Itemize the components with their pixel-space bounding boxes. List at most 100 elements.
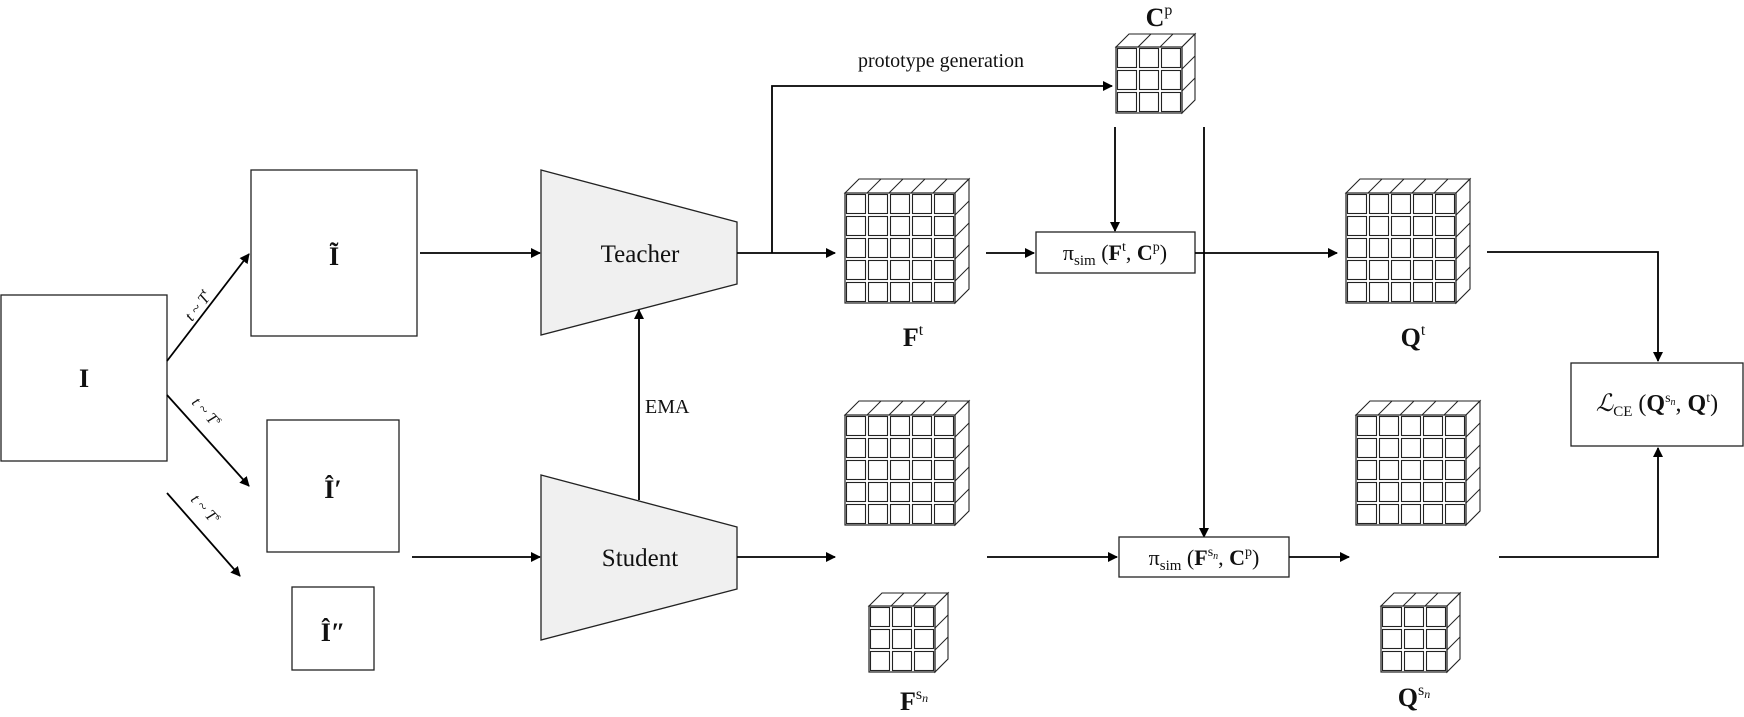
- student-assignments-label: Qsn: [1398, 682, 1430, 712]
- cube-top-face: [1379, 592, 1462, 607]
- cube-cell: [1356, 459, 1378, 481]
- cube-cell: [867, 215, 889, 237]
- cube-cell: [1346, 259, 1368, 281]
- cube-cell: [1422, 503, 1444, 525]
- cube-cell: [1425, 606, 1447, 628]
- cube-top-face: [843, 178, 971, 194]
- cube-cell: [933, 193, 955, 215]
- augment-arrow-student-a: [166, 394, 250, 487]
- cube-top-divider: [1367, 178, 1383, 194]
- cube-right-divider: [1465, 466, 1481, 482]
- cube-cell: [1422, 481, 1444, 503]
- cube-cell: [867, 193, 889, 215]
- cube-top-divider: [1402, 592, 1417, 607]
- cube-cell: [845, 193, 867, 215]
- cube-cell: [1116, 69, 1138, 91]
- cube-cell: [1356, 481, 1378, 503]
- cube-cell: [1434, 237, 1456, 259]
- arrow-teacher-assign-to-loss: [1487, 251, 1663, 362]
- cube-right-divider: [1446, 614, 1461, 629]
- cube-cell: [911, 459, 933, 481]
- cube-cell: [933, 415, 955, 437]
- cube-cell: [1138, 91, 1160, 113]
- cube-right-divider: [934, 614, 949, 629]
- cube-cell: [1368, 281, 1390, 303]
- cube-cell: [1412, 193, 1434, 215]
- cube-cell: [1434, 215, 1456, 237]
- cube-top-divider: [910, 178, 926, 194]
- cube-cell: [845, 415, 867, 437]
- cube-cell: [891, 650, 913, 672]
- cube-cell: [1444, 481, 1466, 503]
- student-view-1-box: [266, 419, 400, 553]
- cube-cell: [933, 259, 955, 281]
- cube-cell: [1346, 193, 1368, 215]
- cube-top-divider: [1443, 400, 1459, 416]
- cube-top-divider: [1433, 178, 1449, 194]
- cube-top-divider: [912, 592, 927, 607]
- cube-cell: [1390, 237, 1412, 259]
- cube-top-divider: [932, 178, 948, 194]
- cube-cell: [867, 259, 889, 281]
- sim-teacher-label: πsim (Ft, Cp): [1063, 240, 1167, 269]
- cube-cell: [933, 459, 955, 481]
- cube-cell: [911, 415, 933, 437]
- cube-cell: [889, 193, 911, 215]
- teacher-network-label: Teacher: [601, 241, 680, 268]
- cube-right-divider: [954, 266, 970, 282]
- cube-cell: [1434, 193, 1456, 215]
- student-features-small-cube: [867, 591, 950, 674]
- cube-cell: [845, 237, 867, 259]
- student-features-label: Fsn: [900, 686, 928, 716]
- teacher-view-box: [250, 169, 418, 337]
- cube-right-face: [1181, 32, 1196, 115]
- cube-cell: [891, 628, 913, 650]
- cube-cell: [869, 650, 891, 672]
- cube-cell: [891, 606, 913, 628]
- cube-front-outline: [1115, 46, 1183, 114]
- cube-cell: [845, 481, 867, 503]
- cube-cell: [1381, 628, 1403, 650]
- cube-cell: [911, 193, 933, 215]
- sim-teacher-box: [1035, 231, 1196, 274]
- prototypes-label: Cp: [1146, 2, 1173, 32]
- cube-right-divider: [1465, 444, 1481, 460]
- cube-front-outline: [868, 605, 936, 673]
- cube-cell: [1356, 415, 1378, 437]
- cube-cell: [1444, 437, 1466, 459]
- cube-cell: [1412, 259, 1434, 281]
- cube-front-outline: [1380, 605, 1448, 673]
- cube-right-divider: [1455, 222, 1471, 238]
- cube-cell: [1390, 259, 1412, 281]
- cube-top-divider: [1399, 400, 1415, 416]
- cube-cell: [1116, 47, 1138, 69]
- student-network-label: Student: [602, 545, 678, 572]
- cube-cell: [845, 259, 867, 281]
- cube-cell: [1400, 415, 1422, 437]
- cube-right-divider: [954, 244, 970, 260]
- cube-cell: [1160, 91, 1182, 113]
- prototype-generation-label: prototype generation: [858, 50, 1024, 72]
- cube-cell: [911, 259, 933, 281]
- cube-right-divider: [1181, 55, 1196, 70]
- cube-cell: [1346, 215, 1368, 237]
- cube-cell: [845, 437, 867, 459]
- cube-cell: [1356, 503, 1378, 525]
- cube-front-outline: [844, 192, 956, 304]
- cube-right-divider: [954, 466, 970, 482]
- cube-cell: [1425, 650, 1447, 672]
- cube-cell: [1378, 481, 1400, 503]
- cube-cell: [1400, 459, 1422, 481]
- cube-cell: [889, 215, 911, 237]
- cube-top-divider: [1159, 33, 1174, 48]
- augment-arrow-student-b: [166, 492, 241, 577]
- cube-cell: [845, 281, 867, 303]
- cube-cell: [867, 237, 889, 259]
- cube-cell: [1422, 415, 1444, 437]
- arrow-student-assign-to-loss: [1499, 447, 1663, 558]
- cube-cell: [1425, 628, 1447, 650]
- cube-cell: [933, 481, 955, 503]
- cube-cell: [1138, 69, 1160, 91]
- cube-top-divider: [866, 400, 882, 416]
- cube-cell: [1400, 481, 1422, 503]
